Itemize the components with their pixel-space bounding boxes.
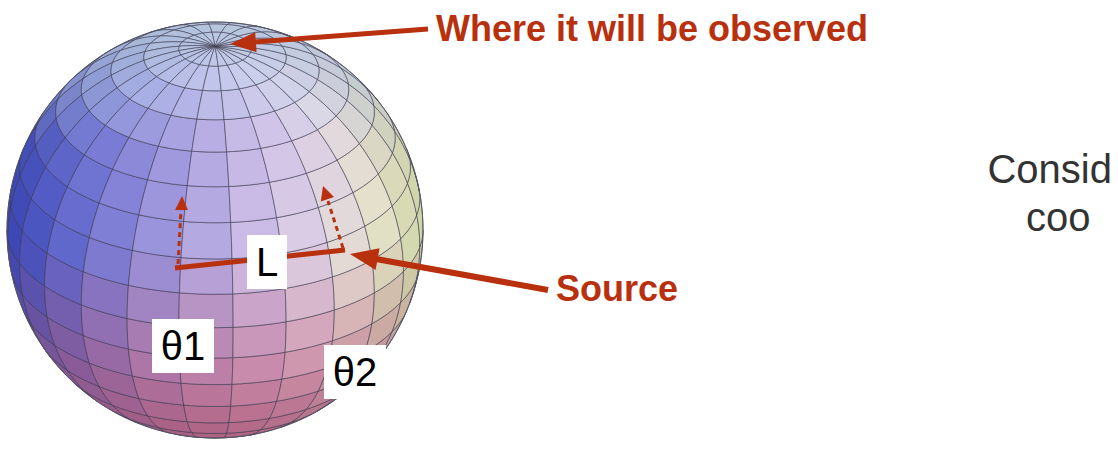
sphere-grid-cell [181, 383, 232, 406]
sphere-grid-cell [187, 151, 229, 187]
sphere-grid-cell [341, 68, 374, 106]
sphere-grid-cell [233, 288, 286, 327]
label-box: θ2 [324, 345, 387, 399]
sphere-grid-cell [197, 90, 224, 119]
sphere-grid-cell [187, 422, 229, 434]
observer-arrow-head [230, 32, 257, 52]
dotted-arrow-shaft [178, 210, 181, 264]
sphere-grid-cell [184, 405, 231, 423]
label-box: θ1 [152, 319, 215, 373]
sphere-grid-cell [192, 119, 227, 152]
body-text: coo [1026, 194, 1091, 240]
symbol-label: θ1 [161, 321, 206, 371]
label-box: L [247, 235, 287, 289]
sphere-grid-cell [229, 182, 277, 222]
source-arrow-head [350, 248, 380, 270]
dotted-arrow-head [321, 186, 334, 202]
sphere-outline [7, 22, 423, 438]
dotted-arrow-head [175, 196, 188, 210]
callout-text: Source [556, 268, 678, 309]
dotted-arrow-shaft [328, 201, 343, 248]
body-text: Consid [987, 146, 1112, 192]
observer-arrow-shaft [255, 29, 428, 42]
sphere-grid-cell [158, 115, 196, 151]
callout-text: Where it will be observed [436, 8, 868, 49]
symbol-label: L [256, 237, 278, 287]
sphere-grid-cell [300, 43, 340, 68]
sphere-grid-cell [148, 146, 192, 185]
sphere-grid-cell [184, 186, 231, 223]
sphere-grid-cell [181, 221, 232, 258]
sphere-grid-cell [215, 32, 230, 46]
source-arrow-shaft [376, 259, 548, 290]
sphere-disc [7, 22, 423, 438]
annotation-arrows [175, 29, 548, 290]
symbol-label: θ2 [333, 347, 378, 397]
sphere [7, 22, 423, 438]
